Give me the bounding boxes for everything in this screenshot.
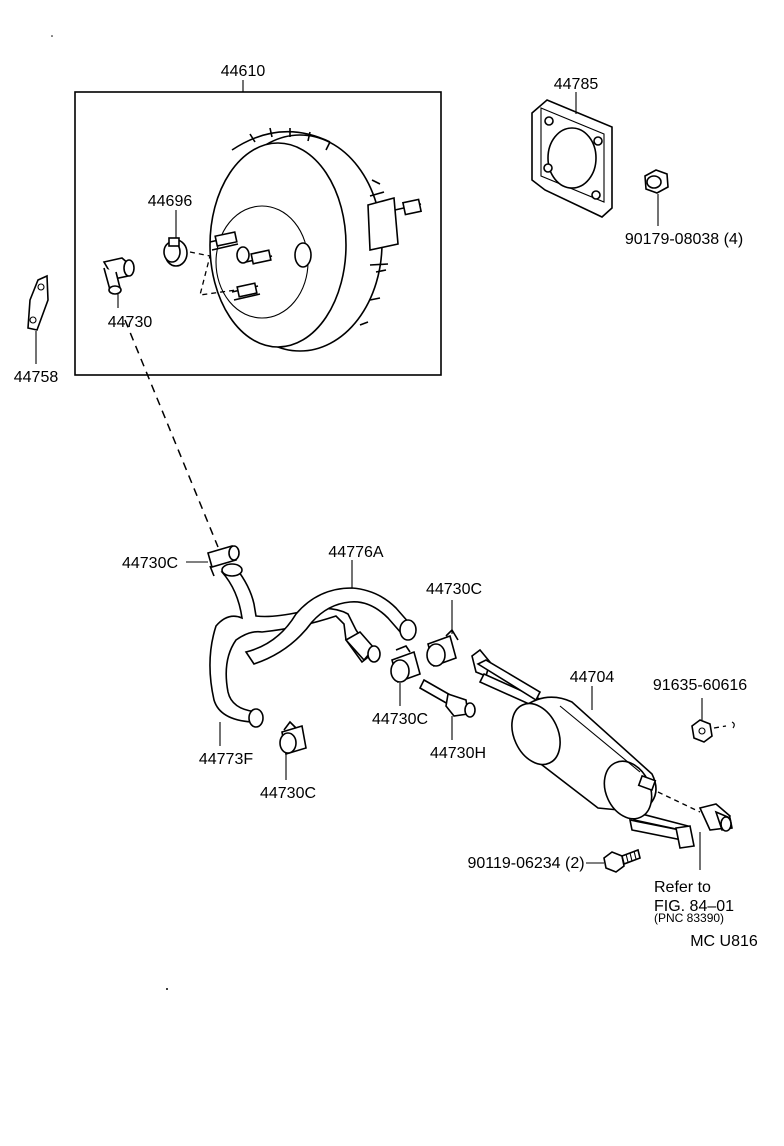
label-44696[interactable]: 44696	[148, 193, 193, 210]
label-44758[interactable]: 44758	[14, 369, 59, 386]
label-44776a[interactable]: 44776A	[328, 544, 383, 561]
booster-nut[interactable]	[644, 169, 669, 194]
label-44730c-right[interactable]: 44730C	[426, 581, 482, 598]
vacuum-hoses[interactable]	[209, 563, 417, 728]
vacuum-tank[interactable]	[471, 648, 695, 849]
label-44610[interactable]: 44610	[221, 63, 266, 80]
brake-booster-group: 44610	[74, 63, 442, 376]
hose-clip-upper[interactable]	[207, 545, 240, 577]
refer-fig-text: FIG. 84–01	[654, 898, 734, 915]
scan-dot-2	[51, 35, 53, 37]
label-90179-08038[interactable]: 90179-08038 (4)	[625, 231, 743, 248]
vacuum-switch[interactable]	[698, 803, 733, 832]
catalog-code: MC U816	[690, 933, 758, 950]
hose-clip-middle[interactable]	[390, 645, 421, 684]
label-44730c-lower[interactable]: 44730C	[260, 785, 316, 802]
label-44730h[interactable]: 44730H	[430, 745, 486, 762]
hose-clip-lower[interactable]	[279, 720, 307, 756]
connection-dashed-line	[124, 319, 219, 548]
vacuum-union[interactable]	[102, 257, 135, 295]
label-44704[interactable]: 44704	[570, 669, 615, 686]
hose-fitting[interactable]	[418, 678, 476, 718]
label-44730c-upper[interactable]: 44730C	[122, 555, 178, 572]
booster-gasket[interactable]	[531, 99, 613, 218]
check-valve-grommet[interactable]	[163, 237, 188, 267]
label-44785[interactable]: 44785	[554, 76, 599, 93]
label-44773f[interactable]: 44773F	[199, 751, 253, 768]
mounting-bolt[interactable]	[603, 848, 641, 873]
scan-dot	[166, 988, 168, 990]
brake-booster[interactable]	[209, 127, 423, 352]
refer-to-text: Refer to	[654, 879, 711, 896]
hose-clip-right[interactable]	[426, 628, 459, 668]
small-nut[interactable]	[691, 719, 713, 743]
refer-pnc-text: (PNC 83390)	[654, 911, 724, 925]
label-44730c-middle[interactable]: 44730C	[372, 711, 428, 728]
label-90119-06234[interactable]: 90119-06234 (2)	[467, 855, 584, 872]
booster-assembly-box	[74, 91, 442, 376]
label-91635-60616[interactable]: 91635-60616	[653, 677, 747, 694]
bracket[interactable]	[27, 274, 49, 331]
label-44730[interactable]: 44730	[108, 314, 153, 331]
